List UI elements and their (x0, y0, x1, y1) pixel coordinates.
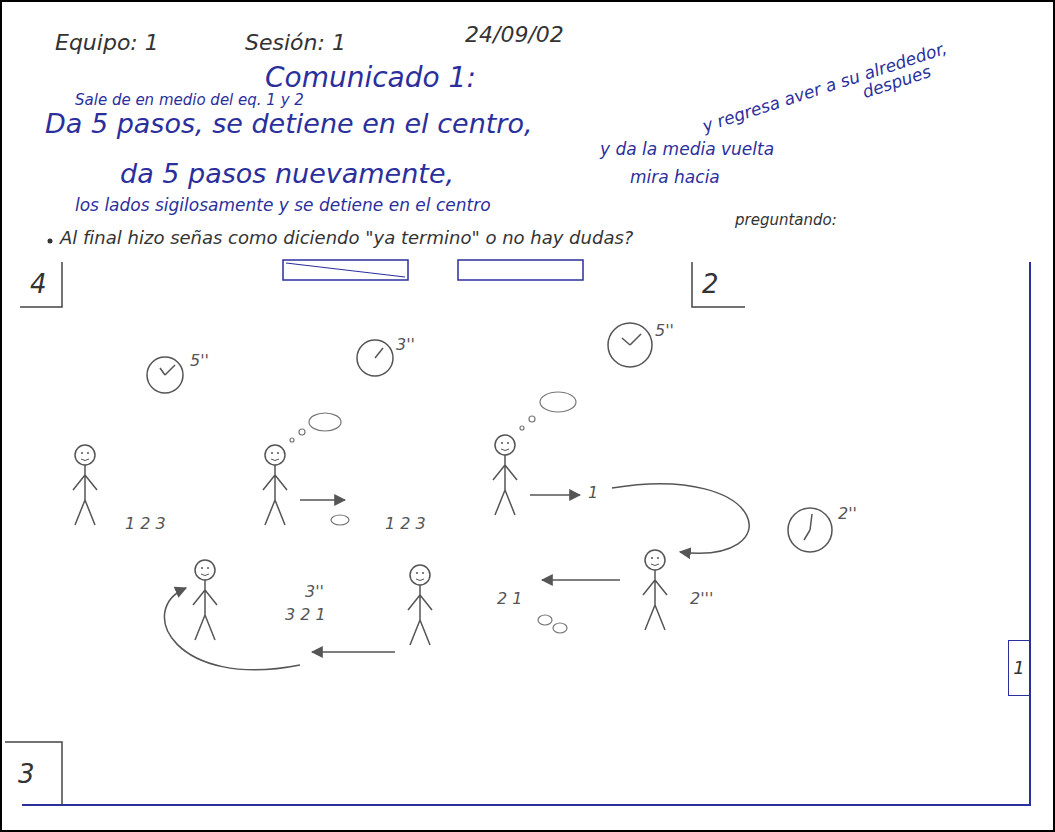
stick-figure (408, 565, 432, 645)
time-mark: 3'' (396, 336, 415, 354)
heading: Comunicado 1: (265, 62, 476, 94)
note-line: preguntando: (735, 212, 837, 229)
time-mark: 3'' (305, 583, 324, 601)
stick-figure (73, 445, 97, 525)
stick-figure (193, 560, 217, 640)
step-count: 3 2 1 (285, 606, 326, 624)
bullet (48, 239, 53, 244)
room-wall (22, 262, 1030, 805)
time-mark: 2'' (838, 505, 857, 523)
note-line: los lados sigilosamente y se detiene en … (75, 196, 491, 216)
date: 24/09/02 (465, 22, 564, 47)
note-line: Da 5 pasos, se detiene en el centro, (45, 108, 533, 139)
note-line: da 5 pasos nuevamente, (120, 158, 454, 189)
step-count: 1 2 3 (125, 515, 166, 533)
note-line: y regresa aver a su alrededor, (700, 39, 949, 137)
corner-number: 2 (702, 270, 719, 300)
note-line: Sale de en medio del eq. 1 y 2 (75, 92, 304, 109)
corner-number: 4 (30, 270, 47, 300)
step-count: 1 2 3 (385, 515, 426, 533)
corner-bracket (5, 742, 62, 805)
team-box (283, 260, 408, 280)
note-line: y da la media vuelta (600, 140, 774, 160)
door-number: 1 (1013, 658, 1024, 678)
team-number: Equipo: 1 (55, 30, 159, 55)
time-mark: 5'' (655, 322, 674, 340)
corner-bracket (20, 262, 62, 307)
step-count: 2 1 (497, 590, 522, 608)
stick-figure (493, 435, 517, 515)
stick-figure (643, 550, 667, 630)
time-mark: 2''' (690, 590, 713, 608)
note-line: Al final hizo señas como diciendo "ya te… (60, 228, 633, 249)
stick-figure (263, 445, 287, 525)
motion-arrow (164, 484, 749, 670)
time-mark: 5'' (190, 352, 209, 370)
clock (147, 323, 832, 552)
corner-number: 3 (18, 760, 35, 790)
scribble (286, 263, 405, 277)
door-box: 1 (1008, 640, 1030, 696)
session-number: Sesión: 1 (245, 30, 346, 55)
thought-cloud (290, 392, 576, 633)
note-line: mira hacia (630, 168, 720, 188)
team-box (458, 260, 583, 280)
step-count: 1 (588, 484, 598, 502)
corner-bracket (692, 262, 745, 307)
